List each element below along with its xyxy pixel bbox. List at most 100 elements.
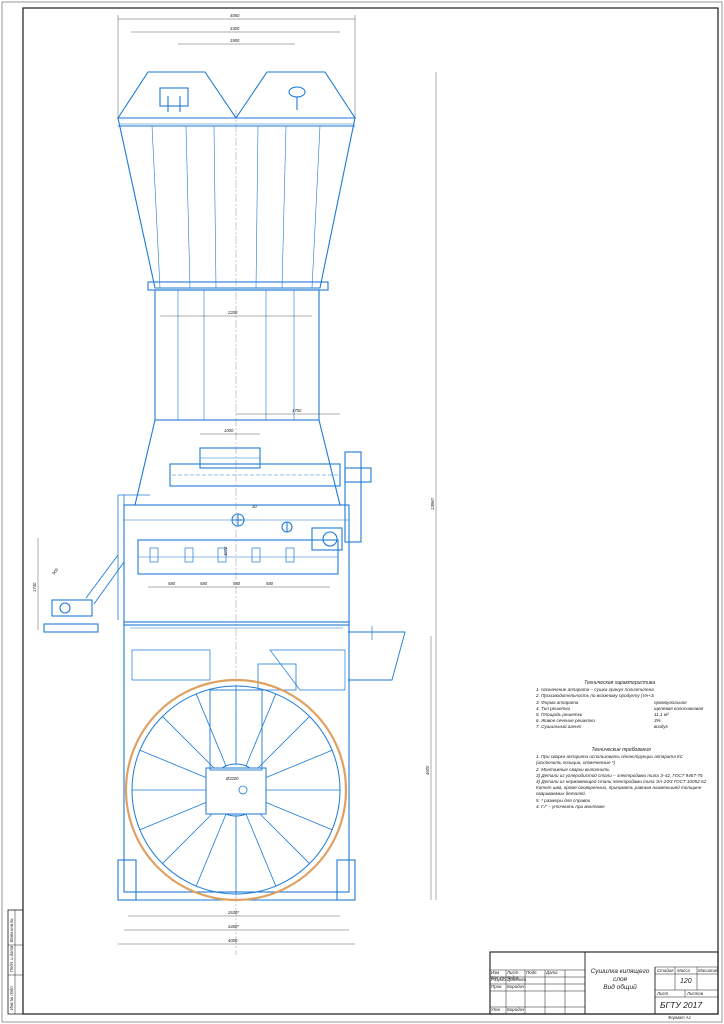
spec-key: 5. Площадь решетки (536, 712, 583, 718)
signature-sign (526, 1007, 546, 1012)
upper-hopper (117, 117, 356, 289)
side-label-3: Взам.инв.№ (9, 918, 14, 942)
mass-value: 120 (680, 978, 692, 985)
feeder-chute (85, 554, 125, 605)
lower-transition (134, 419, 341, 506)
requirement-line: (исключить позиции, отмеченные *) (536, 760, 616, 766)
drawing-name-line1: Сушилка кипящего (590, 968, 650, 975)
signature-date: Дата (546, 970, 558, 975)
drum-spoke (195, 813, 227, 887)
drive-pulley (344, 451, 362, 543)
feeder-unit (51, 599, 93, 617)
drum-spoke (139, 799, 213, 831)
signature-role: Разраб (491, 977, 506, 982)
title-block-grid (489, 951, 719, 1015)
spec-row: 6. Живое сечение решетки 3% (536, 718, 703, 724)
motor (311, 527, 343, 551)
dim-feeder-length: 900 (51, 567, 60, 576)
spec-value: щелевая колосниковая (654, 705, 704, 711)
drum-spoke (254, 716, 310, 772)
dim-shaft-width: 2200 (227, 310, 238, 315)
fluid-bed-chamber (123, 504, 350, 626)
inner-frame (22, 7, 719, 1015)
spec-value: воздух (654, 724, 668, 730)
dim-drum-diameter: Ø3200 (225, 776, 239, 781)
drum-spoke (162, 716, 218, 772)
dim-small-1: 30 (252, 504, 257, 509)
dim-inlet-width: 1000 (224, 428, 234, 433)
side-label-2: Подп. и дата (9, 945, 14, 972)
lower-body (123, 621, 350, 893)
dim-base-1: 2630* (227, 910, 239, 915)
signature-date (546, 977, 566, 982)
signature-date (546, 1007, 566, 1012)
dim-duct-offset: 1700 (292, 408, 302, 413)
requirement-line: 4. Г.Г – уточнить при монтаже (536, 803, 605, 809)
leg-left (117, 859, 137, 901)
dryer-drawing (43, 71, 406, 901)
service-platform (348, 631, 406, 681)
drum-hub-box (205, 767, 267, 815)
drum-spoke (162, 808, 218, 864)
drum-spoke (245, 813, 277, 887)
drum-spoke (245, 693, 277, 767)
spec-row: 7. Сушильный агент воздух (536, 724, 703, 730)
requirement-line: 3) Детали из углеродистой стали – электр… (536, 772, 703, 778)
spec-value: 3% (654, 718, 661, 724)
signature-role: Утв (491, 1007, 500, 1012)
dim-lower-height: 4600 (425, 765, 430, 775)
dimension-lines (37, 15, 437, 945)
drum-spoke (259, 799, 333, 831)
dim-base-2: 3400* (228, 924, 239, 929)
spec-row: 4. Тип решетки щелевая колосниковая (536, 706, 703, 712)
dim-base-3: 4000 (228, 938, 238, 943)
signature-sign: Подп. (526, 970, 538, 975)
tech-requirements-title: Технические требования (591, 747, 651, 753)
dim-pitch-2: 580 (200, 581, 208, 586)
spec-key: 7. Сушильный агент (536, 724, 582, 730)
tech-characteristics-title: Техническая характеристика (584, 680, 655, 686)
tech-characteristics: Техническая характеристика 1. Назначение… (536, 680, 703, 731)
sheet-format: Формат А1 (668, 1015, 691, 1020)
rotor-drum (124, 678, 348, 902)
hatch-left (159, 87, 189, 107)
dim-pitch-1: 580 (168, 581, 176, 586)
screw-conveyor (169, 463, 341, 487)
spec-key: 4. Тип решетки (536, 705, 571, 711)
signature-role: Изм Кол.уч (491, 970, 505, 980)
dim-top-inner: 3300 (230, 26, 240, 31)
tech-requirements: Технические требования 1. При сварке апп… (536, 747, 706, 810)
lower-hopper (131, 649, 211, 681)
spec-key: 6. Живое сечение решетки (536, 718, 595, 724)
drum-spoke (195, 693, 227, 767)
requirement-line: свариваемых деталей. (536, 791, 587, 797)
signature-name: Лист №док (507, 970, 519, 980)
drum-spoke (259, 749, 333, 781)
dim-total-height: 13860 (430, 498, 435, 510)
signature-name: Бородич (507, 984, 525, 989)
hatch-right (288, 86, 306, 98)
dim-pitch-4: 580 (266, 581, 274, 586)
spec-row: 2. Производительность по влажному продук… (536, 693, 703, 699)
signature-sign (526, 977, 546, 982)
requirement-line: 5. * размеры для справок (536, 797, 590, 803)
spec-key: 3. Форма аппарата (536, 699, 579, 705)
side-label-1: Инв.№ подл. (9, 985, 14, 1010)
stage-header: Стадия (657, 968, 674, 973)
outlet-hood-left (116, 71, 238, 119)
signature-sign (526, 984, 546, 989)
drum-spoke (139, 749, 213, 781)
requirement-line: 4) Детали из нержавеющей стали электрода… (536, 779, 707, 785)
drawing-name-line3: Вид общий (603, 984, 637, 991)
spec-row: 1. Назначение аппарата – сушка гранул по… (536, 687, 703, 693)
side-stamp: Инв.№ подл. Подп. и дата Взам.инв.№ (7, 909, 24, 1015)
dim-top-overall: 4060 (230, 13, 240, 18)
outlet-hood-right (234, 71, 357, 119)
sheets-label: Листов (687, 991, 703, 996)
